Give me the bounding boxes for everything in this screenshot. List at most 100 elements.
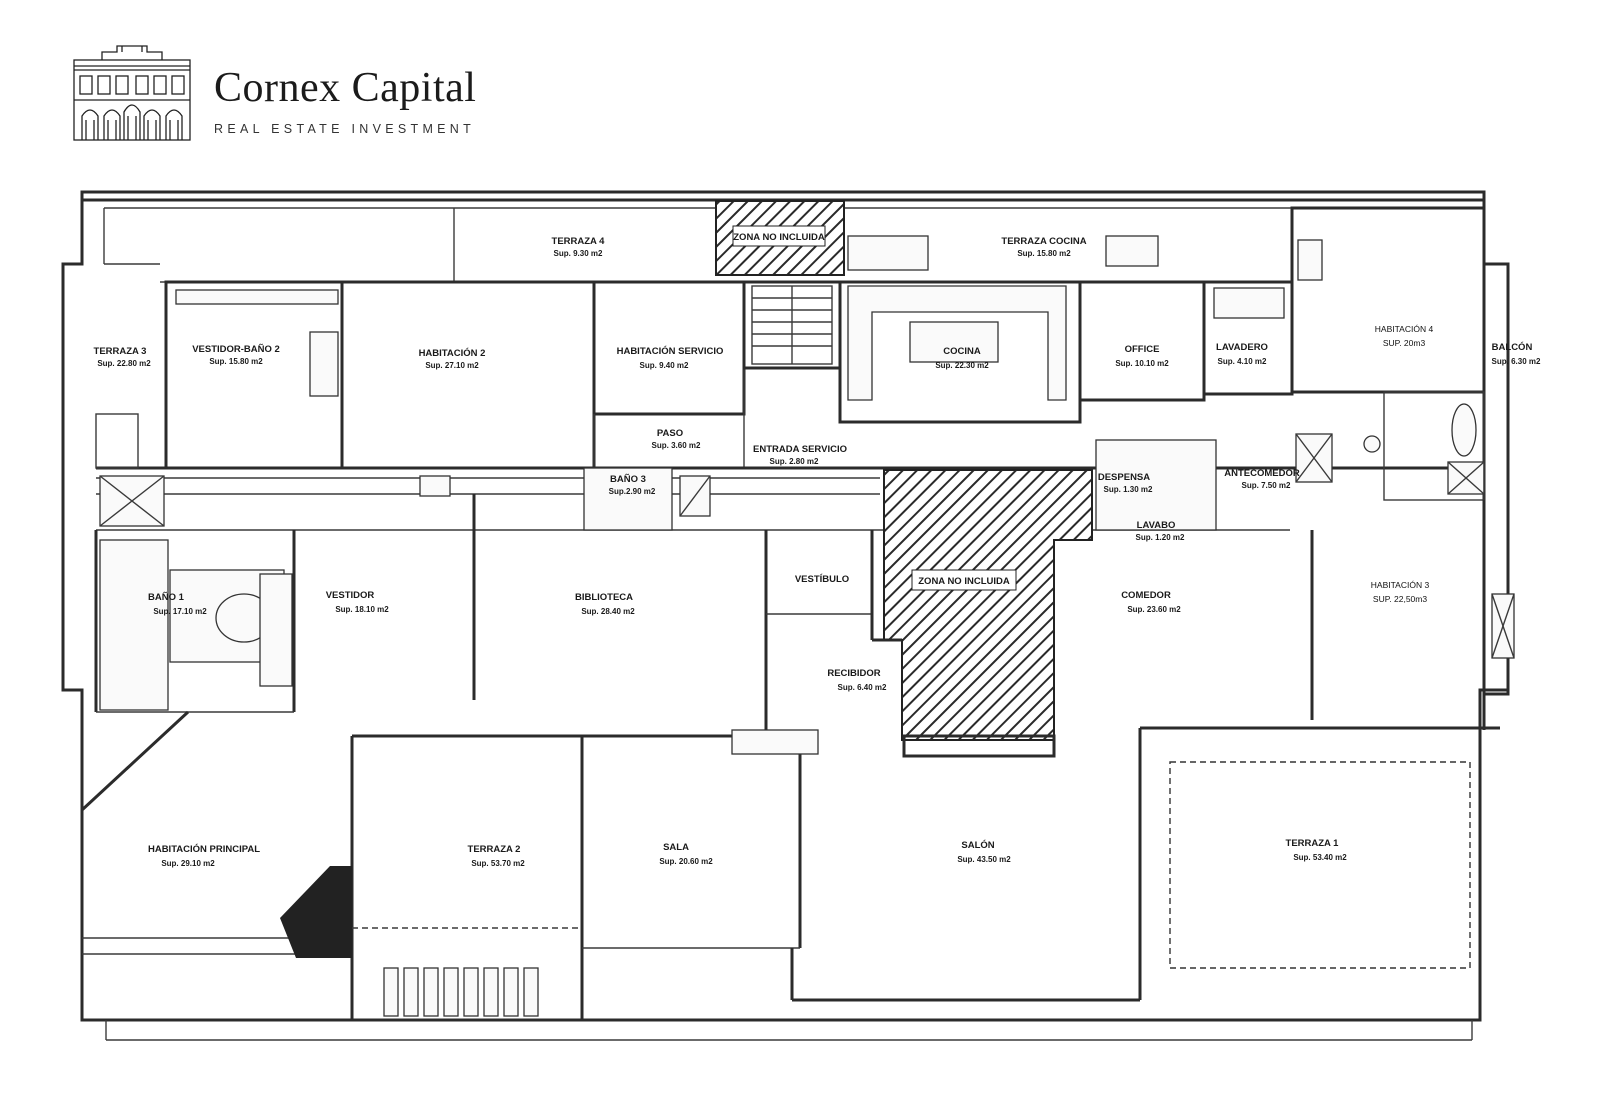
room-name: ZONA NO INCLUIDA [918, 576, 1010, 587]
room-area: Sup. 43.50 m2 [957, 855, 1011, 864]
room-area: Sup. 4.10 m2 [1218, 357, 1267, 366]
room-zona-no-incluida-top: ZONA NO INCLUIDA [733, 232, 825, 243]
brand-header: Cornex Capital REAL ESTATE INVESTMENT [72, 42, 532, 152]
stairs [751, 285, 833, 365]
lower-floor-walls [82, 289, 1500, 1020]
room-balcon: BALCÓN Sup. 6.30 m2 [1492, 341, 1541, 366]
room-area: Sup. 10.10 m2 [1115, 359, 1169, 368]
room-area: Sup. 7.50 m2 [1242, 481, 1291, 490]
room-name: LAVADERO [1216, 342, 1268, 353]
room-area: Sup. 17.10 m2 [153, 607, 207, 616]
room-area: Sup. 9.30 m2 [554, 249, 603, 258]
room-area: Sup. 20.60 m2 [659, 857, 713, 866]
room-terraza-cocina: TERRAZA COCINA Sup. 15.80 m2 [1001, 236, 1086, 258]
room-name: TERRAZA 2 [468, 844, 521, 855]
room-area: Sup. 15.80 m2 [1017, 249, 1071, 258]
room-habitacion-4: HABITACIÓN 4 SUP. 20m3 [1375, 324, 1434, 348]
room-name: OFFICE [1125, 344, 1160, 355]
room-recibidor: RECIBIDOR Sup. 6.40 m2 [827, 668, 887, 692]
room-office: OFFICE Sup. 10.10 m2 [1115, 344, 1169, 368]
room-zona-no-incluida-center: ZONA NO INCLUIDA [918, 576, 1010, 587]
room-name: VESTIDOR-BAÑO 2 [192, 344, 280, 355]
room-area: Sup. 1.20 m2 [1136, 533, 1185, 542]
room-name: COCINA [943, 346, 981, 357]
room-bano-1: BAÑO 1 Sup. 17.10 m2 [148, 592, 207, 616]
zona-no-incluida-center-label-box [911, 569, 1017, 591]
room-area: Sup. 3.60 m2 [652, 441, 701, 450]
room-antecomedor: ANTECOMEDOR Sup. 7.50 m2 [1224, 468, 1300, 490]
room-area: SUP. 20m3 [1383, 338, 1426, 348]
room-area: Sup. 22.30 m2 [935, 361, 989, 370]
room-name: HABITACIÓN 4 [1375, 324, 1434, 334]
building-facade-icon [73, 45, 191, 141]
room-habitacion-2: HABITACIÓN 2 Sup. 27.10 m2 [419, 347, 486, 370]
room-area: Sup. 1.30 m2 [1104, 485, 1153, 494]
room-area: Sup. 2.80 m2 [770, 457, 819, 466]
room-habitacion-servicio: HABITACIÓN SERVICIO Sup. 9.40 m2 [617, 345, 724, 370]
room-area: Sup. 9.40 m2 [640, 361, 689, 370]
room-terraza-2: TERRAZA 2 Sup. 53.70 m2 [468, 844, 526, 868]
room-name: HABITACIÓN 2 [419, 347, 486, 359]
room-name: HABITACIÓN SERVICIO [617, 345, 724, 357]
room-name: BAÑO 1 [148, 592, 185, 603]
room-area: Sup.2.90 m2 [609, 487, 656, 496]
room-habitacion-3: HABITACIÓN 3 SUP. 22,50m3 [1371, 580, 1430, 604]
room-area: Sup. 53.40 m2 [1293, 853, 1347, 862]
lower-room-walls [80, 494, 1515, 812]
room-area: Sup. 6.40 m2 [838, 683, 887, 692]
room-name: RECIBIDOR [827, 668, 880, 679]
room-lavabo: LAVABO Sup. 1.20 m2 [1136, 520, 1185, 542]
room-name: SALA [663, 842, 689, 853]
room-area: Sup. 28.40 m2 [581, 607, 635, 616]
room-name: LAVABO [1137, 520, 1176, 531]
room-salon: SALÓN Sup. 43.50 m2 [957, 839, 1011, 864]
room-cocina: COCINA Sup. 22.30 m2 [935, 346, 989, 370]
brand-name: Cornex Capital [214, 65, 477, 111]
room-name: HABITACIÓN 3 [1371, 580, 1430, 590]
room-sala: SALA Sup. 20.60 m2 [659, 842, 713, 866]
room-habitacion-principal: HABITACIÓN PRINCIPAL Sup. 29.10 m2 [148, 843, 260, 868]
room-name: BIBLIOTECA [575, 592, 633, 603]
room-name: TERRAZA COCINA [1001, 236, 1086, 247]
upper-room-walls [164, 206, 1510, 696]
room-area: Sup. 23.60 m2 [1127, 605, 1181, 614]
room-name: VESTÍBULO [795, 574, 849, 585]
room-area: Sup. 22.80 m2 [97, 359, 151, 368]
room-area: Sup. 27.10 m2 [425, 361, 479, 370]
room-name: SALÓN [961, 839, 994, 851]
room-area: Sup. 53.70 m2 [471, 859, 525, 868]
room-name: ZONA NO INCLUIDA [733, 232, 825, 243]
zona-no-incluida-top-label-box [732, 225, 826, 247]
room-area: Sup. 18.10 m2 [335, 605, 389, 614]
zona-no-incluida-center-hatch [883, 469, 1093, 741]
room-name: ANTECOMEDOR [1224, 468, 1300, 479]
room-terraza-1: TERRAZA 1 Sup. 53.40 m2 [1286, 838, 1348, 862]
room-despensa: DESPENSA Sup. 1.30 m2 [1098, 472, 1153, 494]
room-comedor: COMEDOR Sup. 23.60 m2 [1121, 590, 1181, 614]
room-paso: PASO Sup. 3.60 m2 [652, 428, 701, 450]
room-name: BALCÓN [1492, 341, 1533, 353]
room-area: SUP. 22,50m3 [1373, 594, 1427, 604]
room-terraza-4: TERRAZA 4 Sup. 9.30 m2 [552, 236, 606, 258]
terraza-1-dashed-zone [1169, 761, 1471, 969]
room-vestidor-bano-2: VESTIDOR-BAÑO 2 Sup. 15.80 m2 [192, 344, 280, 366]
room-name: VESTIDOR [326, 590, 375, 601]
room-bano-3: BAÑO 3 Sup.2.90 m2 [609, 474, 656, 496]
room-name: TERRAZA 4 [552, 236, 606, 247]
room-name: DESPENSA [1098, 472, 1150, 483]
room-vestidor: VESTIDOR Sup. 18.10 m2 [326, 590, 390, 614]
room-name: TERRAZA 1 [1286, 838, 1340, 849]
room-name: BAÑO 3 [610, 474, 646, 485]
middle-band [95, 391, 1485, 531]
room-name: PASO [657, 428, 683, 439]
room-biblioteca: BIBLIOTECA Sup. 28.40 m2 [575, 592, 635, 616]
room-name: COMEDOR [1121, 590, 1171, 601]
room-vestibulo: VESTÍBULO [795, 574, 849, 585]
room-terraza-3: TERRAZA 3 Sup. 22.80 m2 [94, 346, 152, 368]
room-name: HABITACIÓN PRINCIPAL [148, 843, 260, 855]
room-area: Sup. 29.10 m2 [161, 859, 215, 868]
room-area: Sup. 15.80 m2 [209, 357, 263, 366]
room-area: Sup. 6.30 m2 [1492, 357, 1541, 366]
brand-tagline: REAL ESTATE INVESTMENT [214, 122, 476, 136]
